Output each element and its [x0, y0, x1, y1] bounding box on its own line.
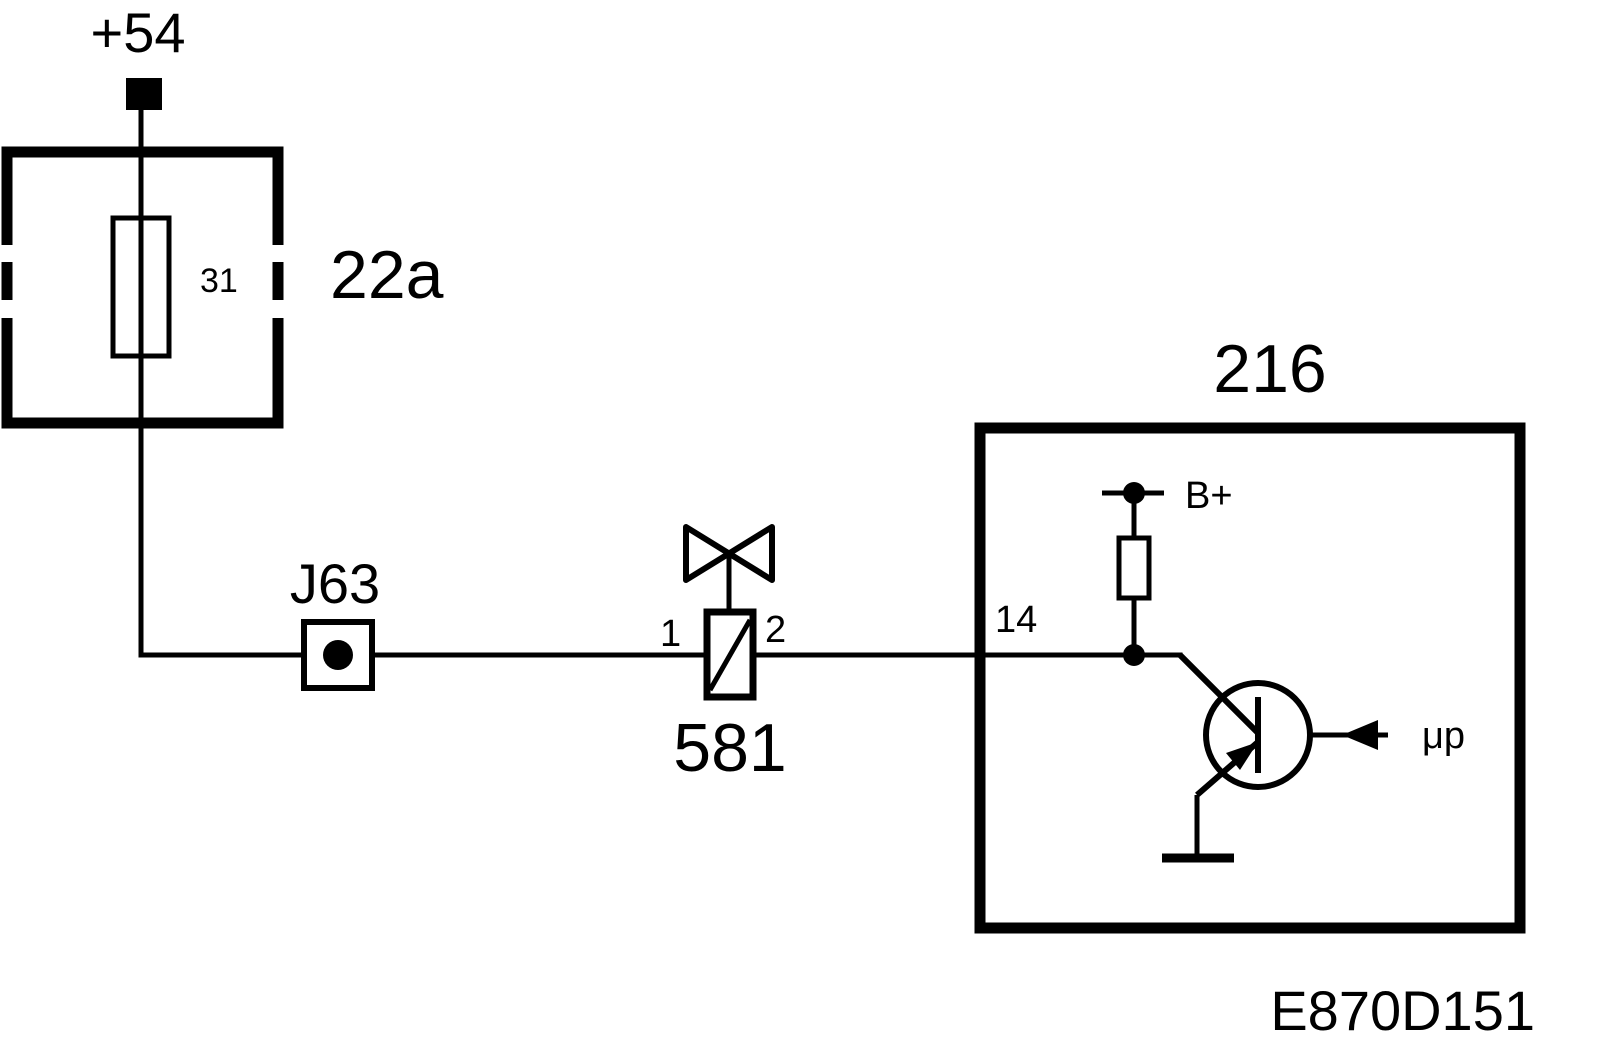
- connector-label: J63: [290, 552, 380, 615]
- valve-pin-1: 1: [660, 613, 681, 655]
- transistor-collector: [1177, 652, 1261, 736]
- fuse-box: 31 22a: [1, 146, 444, 429]
- connector-j63: J63: [290, 552, 380, 691]
- connector-pin-dot: [323, 640, 353, 670]
- control-unit-pin: 14: [995, 599, 1037, 641]
- solenoid-diagonal: [707, 618, 753, 692]
- valve-pin-2: 2: [765, 609, 786, 651]
- supply-wire: [138, 107, 1183, 658]
- valve-symbol: [683, 524, 775, 583]
- supply-terminal: +54: [91, 1, 186, 110]
- input-arrow: [1342, 720, 1378, 750]
- connector-box: [301, 619, 375, 691]
- valve-label: 581: [673, 710, 786, 786]
- solenoid-valve: 1 2 581: [660, 524, 787, 786]
- fuse-box-label: 22a: [330, 237, 444, 313]
- emitter-arrow: [1226, 742, 1258, 770]
- control-unit-label: 216: [1213, 331, 1326, 407]
- junction-node: [1123, 644, 1145, 666]
- bplus-label: B+: [1185, 475, 1233, 517]
- pullup-resistor: [1116, 535, 1152, 601]
- supply-terminal-square: [126, 78, 162, 110]
- reference-code: E870D151: [1270, 979, 1535, 1042]
- supply-label: +54: [91, 1, 186, 64]
- control-unit-box: [974, 422, 1526, 934]
- fuse-number: 31: [200, 262, 238, 300]
- control-unit: 216 14 B+ μp: [974, 331, 1526, 934]
- microprocessor-label: μp: [1422, 715, 1465, 757]
